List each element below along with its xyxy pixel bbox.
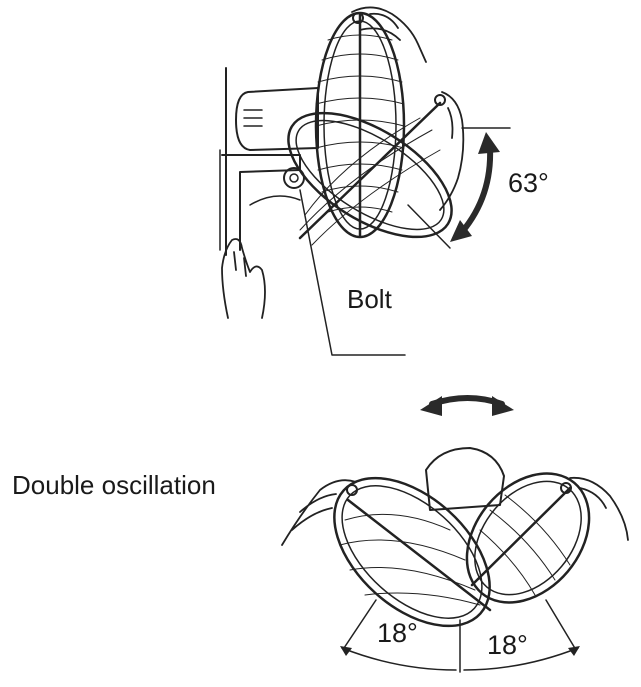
hand-right (439, 91, 465, 211)
oscillation-arrow (420, 395, 514, 416)
oscillation-label: Double oscillation (12, 470, 216, 500)
hand-top (351, 6, 427, 63)
angle-line-right (545, 599, 577, 651)
bolt-leader-line (299, 189, 406, 356)
mounting-bracket (221, 154, 305, 251)
angle-arc-left (341, 647, 457, 671)
bolt-label: Bolt (347, 284, 392, 314)
motor-housing (235, 87, 319, 151)
hand-left (281, 479, 357, 546)
fan-guard-tilted (287, 94, 453, 246)
oscillation-motor (425, 447, 505, 511)
hand-bottom (221, 238, 266, 319)
double-oscillation-illustration (281, 395, 629, 673)
right-angle-label: 18° (487, 630, 528, 660)
angle-arc-right (463, 647, 579, 671)
tilt-angle-label: 63° (508, 168, 549, 198)
tilt-reference-line-2 (407, 204, 451, 249)
hand-right-bottom (569, 476, 629, 541)
left-angle-label: 18° (377, 618, 418, 648)
fan-guard-upright (314, 11, 406, 239)
wall-fan-tilt-illustration (219, 6, 511, 356)
fan-guard-left (333, 476, 492, 628)
fan-guard-right (465, 472, 591, 604)
angle-line-left (343, 599, 377, 649)
tilt-arrow (450, 132, 500, 242)
